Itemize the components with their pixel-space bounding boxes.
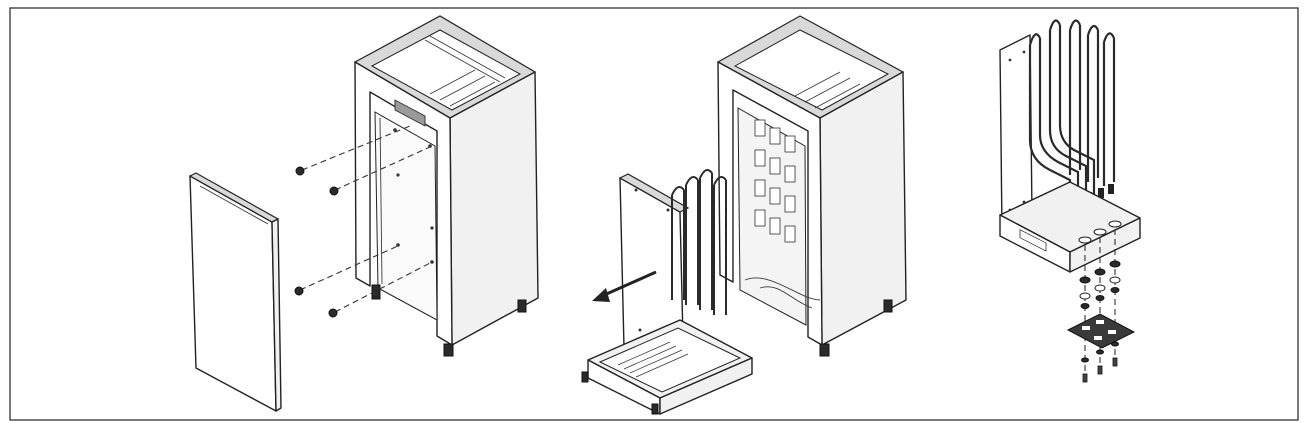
screw-icon bbox=[328, 308, 338, 318]
nut-and-washer-set bbox=[1079, 260, 1121, 309]
screw-set-panel-1 bbox=[294, 125, 433, 318]
screw-icon bbox=[294, 286, 304, 296]
heating-element-rack bbox=[1028, 19, 1116, 195]
screw-icon bbox=[295, 166, 305, 176]
panel-3-element-and-plate-detail bbox=[999, 19, 1141, 383]
element-rack-chassis bbox=[581, 168, 753, 415]
rack-back-plate bbox=[999, 34, 1033, 231]
rack-base-tray bbox=[999, 181, 1141, 273]
front-cover-panel bbox=[188, 172, 282, 412]
gasket-plate bbox=[1066, 313, 1136, 349]
heating-elements bbox=[671, 168, 727, 315]
bottom-screws bbox=[1081, 341, 1119, 383]
figure-border bbox=[9, 7, 1299, 421]
panel-1-remove-front-cover bbox=[188, 15, 539, 412]
screw-icon bbox=[329, 186, 339, 196]
pull-out-arrow-icon bbox=[592, 270, 657, 302]
panel-2-pull-out-element-rack bbox=[581, 15, 907, 415]
heater-cabinet-open bbox=[353, 15, 539, 357]
heater-cabinet-empty bbox=[716, 15, 907, 357]
